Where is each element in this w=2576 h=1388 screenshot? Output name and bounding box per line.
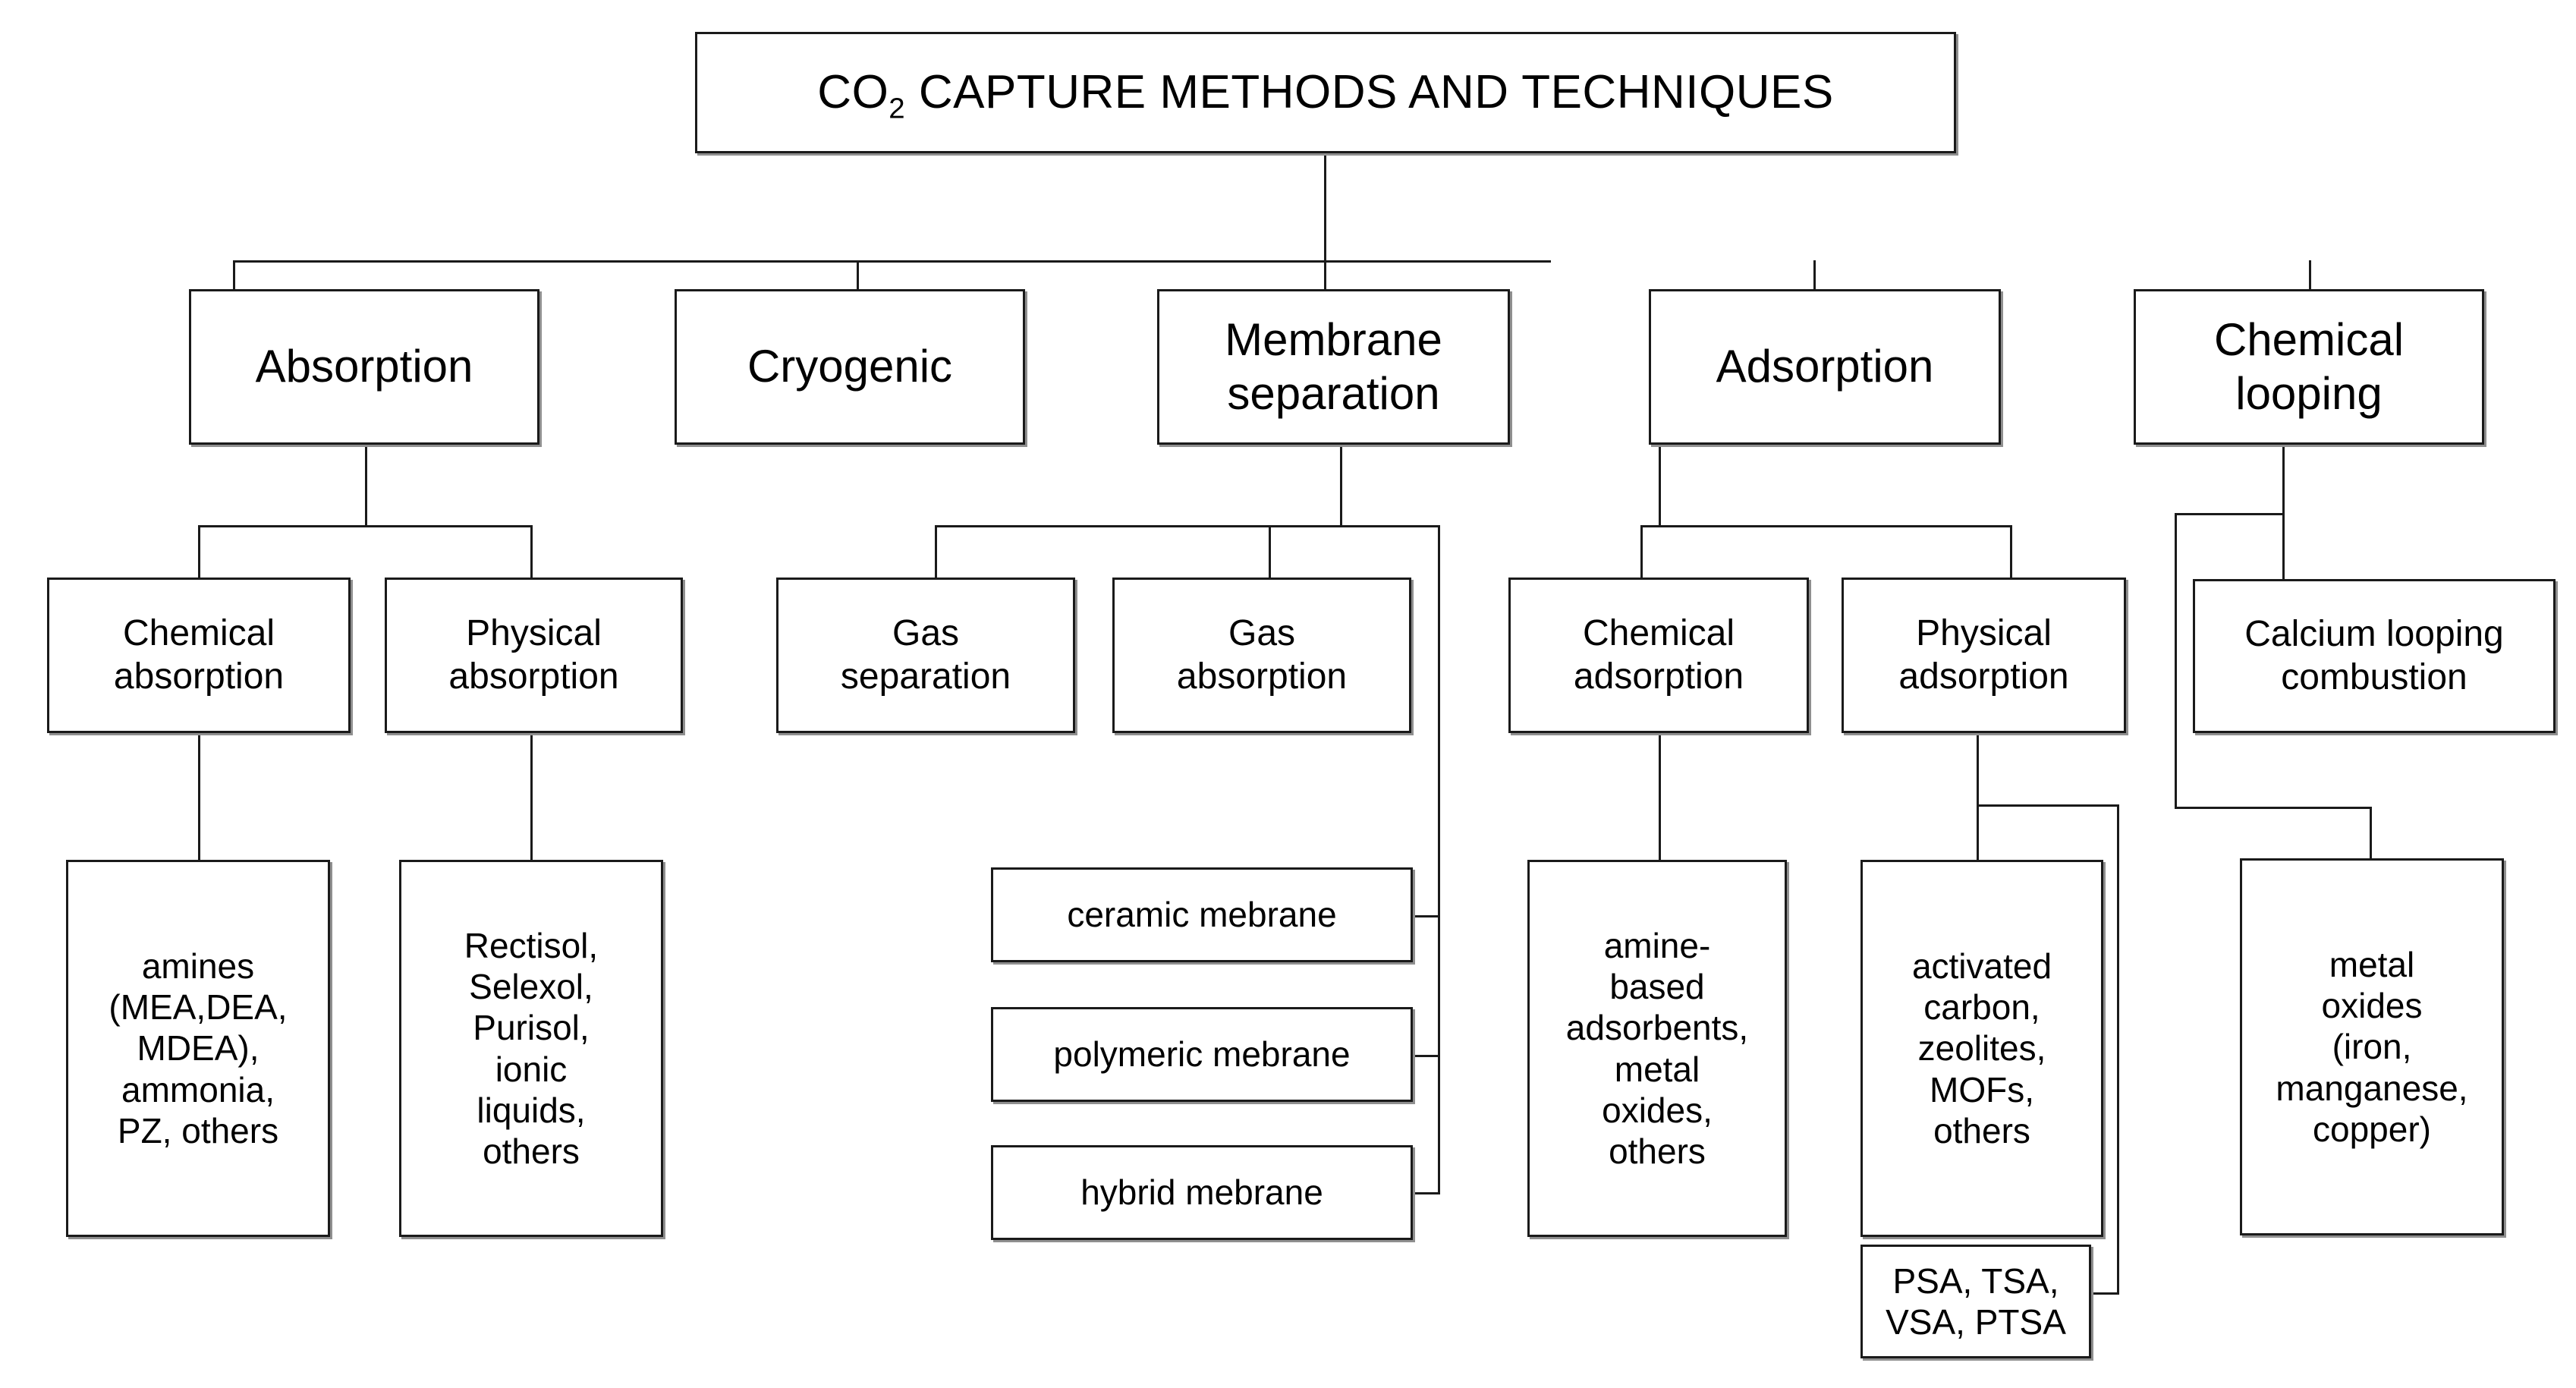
node-amines-label: amines (MEA,DEA, MDEA), ammonia, PZ, oth…	[109, 946, 288, 1150]
node-root-label: CO2 CAPTURE METHODS AND TECHNIQUES	[817, 66, 1834, 125]
node-gas-separation[interactable]: Gas separation	[776, 578, 1075, 733]
connector-psa-rail	[2117, 804, 2119, 1295]
node-psa-tsa-label: PSA, TSA, VSA, PTSA	[1886, 1261, 2066, 1342]
node-adsorption[interactable]: Adsorption	[1649, 289, 2001, 445]
connector-membrane-down	[1340, 444, 1342, 527]
node-absorption[interactable]: Absorption	[189, 289, 539, 445]
node-gas-separation-label: Gas separation	[840, 612, 1011, 697]
node-ceramic-mebrane[interactable]: ceramic mebrane	[991, 867, 1413, 962]
node-physical-adsorption[interactable]: Physical adsorption	[1842, 578, 2126, 733]
connector-membrane-bus	[935, 525, 1440, 527]
node-hybrid-mebrane[interactable]: hybrid mebrane	[991, 1145, 1413, 1240]
node-hybrid-mebrane-label: hybrid mebrane	[1080, 1172, 1323, 1213]
node-chemical-adsorption-label: Chemical adsorption	[1573, 612, 1744, 697]
node-calcium-looping-combustion[interactable]: Calcium looping combustion	[2193, 579, 2556, 733]
node-amines[interactable]: amines (MEA,DEA, MDEA), ammonia, PZ, oth…	[66, 860, 330, 1237]
node-activated-carbon[interactable]: activated carbon, zeolites, MOFs, others	[1860, 860, 2103, 1237]
connector-membrane-rail	[1438, 525, 1440, 1194]
node-calcium-looping-combustion-label: Calcium looping combustion	[2244, 613, 2504, 697]
node-psa-tsa[interactable]: PSA, TSA, VSA, PTSA	[1860, 1245, 2091, 1358]
connector-membrane-gas-separation	[935, 525, 937, 578]
connector-absorption-chemical	[198, 525, 200, 578]
node-chemical-looping[interactable]: Chemical looping	[2134, 289, 2484, 445]
connector-level2-cryogenic	[857, 260, 859, 289]
connector-adsorption-bus	[1640, 525, 2012, 527]
node-chemical-absorption[interactable]: Chemical absorption	[47, 578, 351, 733]
node-amine-based-adsorbents-label: amine- based adsorbents, metal oxides, o…	[1565, 925, 1749, 1172]
node-chemical-looping-label: Chemical looping	[2213, 313, 2405, 419]
node-physical-solvents-label: Rectisol, Selexol, Purisol, ionic liquid…	[464, 925, 599, 1172]
node-root[interactable]: CO2 CAPTURE METHODS AND TECHNIQUES	[695, 32, 1956, 153]
connector-root-down	[1324, 152, 1326, 262]
node-cryogenic[interactable]: Cryogenic	[675, 289, 1025, 445]
connector-adsorption-physical	[2010, 525, 2012, 578]
node-physical-absorption[interactable]: Physical absorption	[385, 578, 683, 733]
connector-chemads-adsorbents	[1659, 733, 1661, 860]
node-polymeric-mebrane-label: polymeric mebrane	[1053, 1034, 1351, 1075]
node-metal-oxides-label: metal oxides (iron, manganese, copper)	[2276, 944, 2468, 1149]
connector-physads-psa-top	[1977, 804, 2119, 807]
connector-metal-oxides-down	[2370, 807, 2372, 858]
node-adsorption-label: Adsorption	[1716, 341, 1934, 392]
node-amine-based-adsorbents[interactable]: amine- based adsorbents, metal oxides, o…	[1527, 860, 1787, 1237]
connector-level2-chemical-looping	[2309, 260, 2311, 289]
connector-psa-stub	[2091, 1292, 2118, 1295]
node-physical-absorption-label: Physical absorption	[448, 612, 619, 697]
connector-physads-down	[1977, 733, 1979, 860]
connector-rail-polymeric	[1413, 1055, 1440, 1057]
node-ceramic-mebrane-label: ceramic mebrane	[1067, 895, 1337, 935]
node-absorption-label: Absorption	[255, 341, 473, 392]
node-chemical-absorption-label: Chemical absorption	[113, 612, 285, 697]
connector-absorption-down	[365, 444, 367, 527]
connector-absorption-physical	[530, 525, 533, 578]
node-cryogenic-label: Cryogenic	[747, 341, 953, 392]
connector-level2-adsorption	[1813, 260, 1816, 289]
connector-chemlooping-bottom	[2175, 807, 2372, 809]
connector-level2-absorption	[233, 260, 235, 289]
connector-chemabs-amines	[198, 733, 200, 860]
connector-chemlooping-rail	[2175, 513, 2177, 809]
node-membrane-separation-label: Membrane separation	[1225, 313, 1442, 419]
connector-physabs-solvents	[530, 733, 533, 860]
connector-adsorption-chemical	[1640, 525, 1643, 578]
connector-rail-ceramic	[1413, 915, 1440, 917]
node-physical-solvents[interactable]: Rectisol, Selexol, Purisol, ionic liquid…	[399, 860, 663, 1237]
connector-membrane-gas-absorption	[1269, 525, 1271, 578]
connector-level2-bus	[233, 260, 1551, 263]
connector-chemlooping-left	[2175, 513, 2285, 515]
node-membrane-separation[interactable]: Membrane separation	[1157, 289, 1510, 445]
connector-chemlooping-down	[2282, 444, 2285, 579]
node-activated-carbon-label: activated carbon, zeolites, MOFs, others	[1911, 946, 2052, 1150]
node-metal-oxides[interactable]: metal oxides (iron, manganese, copper)	[2240, 858, 2504, 1235]
connector-level2-membrane	[1324, 260, 1326, 289]
node-physical-adsorption-label: Physical adsorption	[1898, 612, 2069, 697]
node-gas-absorption-label: Gas absorption	[1176, 612, 1348, 697]
node-polymeric-mebrane[interactable]: polymeric mebrane	[991, 1007, 1413, 1102]
node-gas-absorption[interactable]: Gas absorption	[1112, 578, 1411, 733]
connector-rail-hybrid	[1413, 1192, 1440, 1194]
connector-absorption-bus	[198, 525, 533, 527]
node-chemical-adsorption[interactable]: Chemical adsorption	[1508, 578, 1809, 733]
connector-adsorption-down	[1659, 444, 1661, 527]
